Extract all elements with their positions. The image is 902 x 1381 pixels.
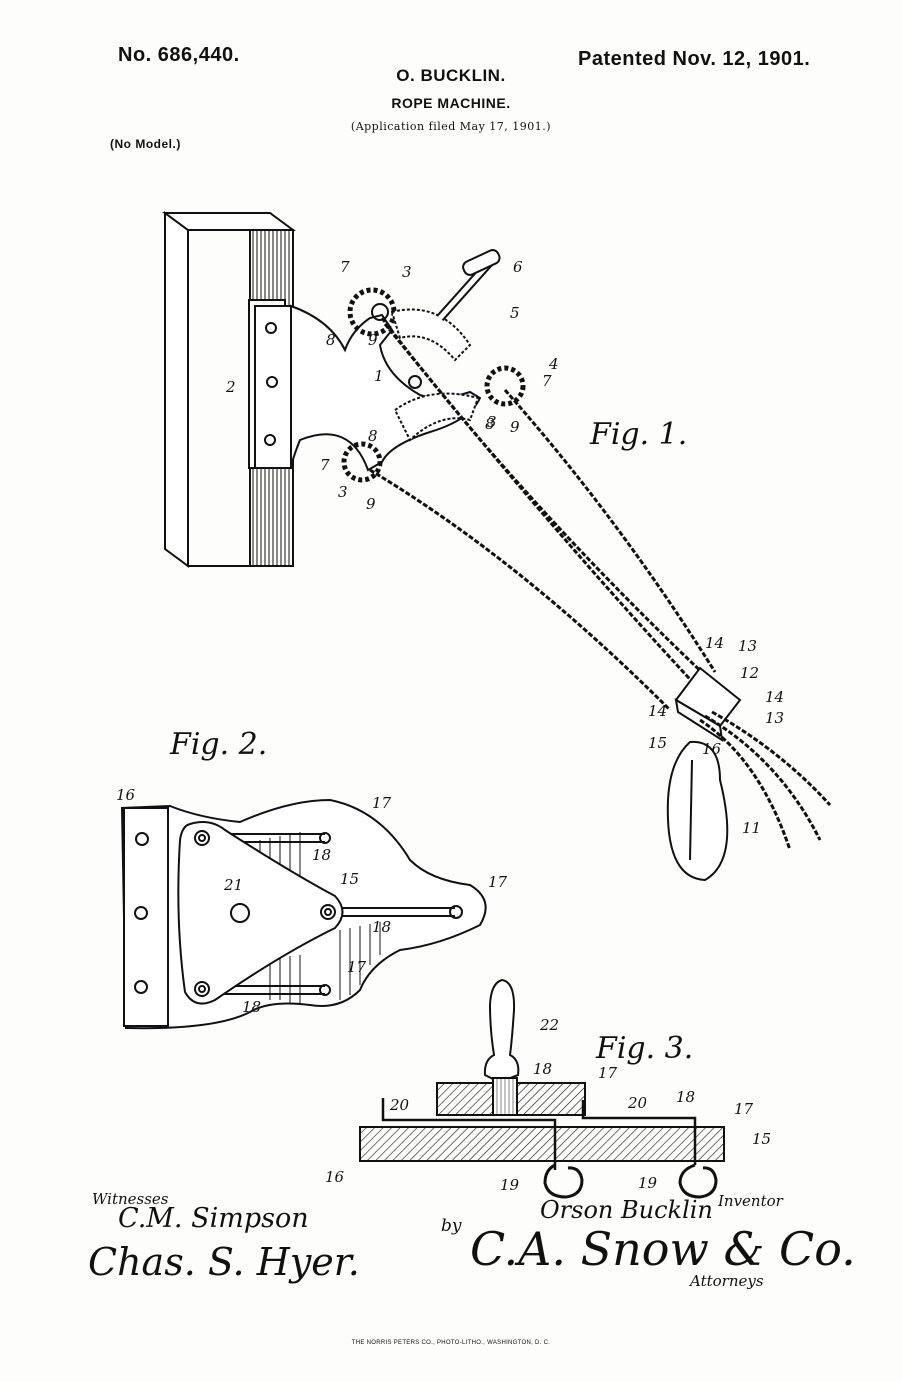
wooden-post	[161, 211, 297, 568]
figure-2-labels: 16 17 17 17 18 18 18 15 21 Fig. 2.	[116, 727, 508, 1016]
fig1-ref-label: 6	[513, 258, 523, 276]
fig1-ref-label: 9	[366, 495, 376, 513]
figure-2-caption: Fig. 2.	[169, 727, 267, 762]
machine-frame	[290, 304, 482, 472]
inventor-signature: Orson Bucklin	[540, 1196, 713, 1224]
patent-date: Patented Nov. 12, 1901.	[578, 48, 811, 70]
rope-strands	[369, 317, 717, 712]
figure-3-labels: 22 18 17 20 20 18 17 15 16 19 19 Fig. 3.	[325, 1016, 771, 1194]
fig1-ref-label: 8	[485, 415, 495, 433]
witness-signature-1: C.M. Simpson	[118, 1203, 309, 1234]
patent-number: No. 686,440.	[118, 44, 240, 66]
fig2-ref-label: 18	[312, 846, 331, 864]
fig2-ref-label: 17	[347, 958, 367, 976]
attorney-signature: C.A. Snow & Co.	[470, 1222, 856, 1276]
figure-1	[161, 211, 832, 882]
handle-knob	[483, 978, 520, 1081]
witnesses-label: Witnesses	[92, 1190, 169, 1208]
figure-1-caption: Fig. 1.	[589, 417, 687, 452]
fig1-ref-label: 9	[368, 331, 378, 349]
witness-signature-2: Chas. S. Hyer.	[88, 1240, 360, 1284]
fig1-ref-label: 14	[648, 702, 667, 720]
fig1-ref-label: 14	[705, 634, 724, 652]
large-gear	[390, 308, 480, 442]
fig1-ref-label: 12	[740, 664, 759, 682]
fig1-ref-label: 13	[738, 637, 757, 655]
fig1-ref-label: 14	[765, 688, 784, 706]
fig1-ref-label: 3	[402, 263, 412, 281]
patent-title: ROPE MACHINE.	[391, 95, 511, 111]
finished-rope	[699, 710, 832, 851]
fig1-ref-label: 8	[368, 427, 378, 445]
fig1-ref-label: 7	[320, 456, 330, 474]
gear-bottom	[341, 441, 383, 483]
fig2-ref-label: 18	[242, 998, 261, 1016]
fig2-ref-label: 17	[372, 794, 392, 812]
fig2-ref-label: 17	[488, 873, 508, 891]
no-model-note: (No Model.)	[110, 137, 181, 151]
fig2-ref-label: 21	[223, 876, 243, 894]
triangular-plate	[177, 821, 344, 1005]
fig3-ref-label: 22	[539, 1016, 559, 1034]
fig1-ref-label: 16	[702, 740, 722, 758]
fig3-ref-label: 20	[389, 1096, 410, 1114]
fig1-ref-label: 8	[326, 331, 336, 349]
fig3-ref-label: 18	[533, 1060, 552, 1078]
printer-credit: THE NORRIS PETERS CO., PHOTO-LITHO., WAS…	[351, 1340, 551, 1346]
fig2-ref-label: 18	[372, 918, 391, 936]
fig1-ref-label: 3	[338, 483, 348, 501]
fig1-ref-label: 3	[487, 413, 497, 431]
fig1-ref-label: 11	[742, 819, 761, 837]
mounting-plate	[248, 299, 292, 469]
fig1-ref-label: 7	[340, 258, 350, 276]
fig3-ref-label: 19	[638, 1174, 658, 1192]
figure-1-labels: 1 2 3 3 3 4 5 6 7 7 7 8 8 8 9 9 9 11 12 …	[225, 258, 784, 837]
fig3-ref-label: 17	[734, 1100, 754, 1118]
fig3-ref-label: 19	[500, 1176, 520, 1194]
figure-3	[359, 978, 725, 1199]
fig1-ref-label: 7	[542, 372, 552, 390]
fig1-ref-label: 4	[548, 355, 559, 373]
fig3-ref-label: 18	[676, 1088, 695, 1106]
inventor-label: Inventor	[718, 1192, 783, 1210]
fig2-ref-label: 15	[340, 870, 359, 888]
fig3-ref-label: 16	[325, 1168, 345, 1186]
fig3-ref-label: 15	[752, 1130, 771, 1148]
by-label: by	[441, 1216, 462, 1236]
attorneys-label: Attorneys	[690, 1272, 764, 1290]
fig3-ref-label: 20	[627, 1094, 648, 1112]
crank-handle	[436, 249, 501, 321]
gear-right	[484, 365, 526, 407]
fig1-ref-label: 9	[510, 418, 520, 436]
inventor-name: O. BUCKLIN.	[396, 66, 506, 85]
layer-block	[674, 666, 742, 743]
fig1-ref-label: 2	[225, 378, 236, 396]
fig1-ref-label: 1	[374, 367, 384, 385]
layer-handle	[666, 740, 729, 882]
figure-2	[120, 798, 487, 1030]
fig2-ref-label: 16	[116, 786, 136, 804]
fig3-ref-label: 17	[598, 1064, 618, 1082]
fig1-ref-label: 5	[510, 304, 520, 322]
fig1-ref-label: 15	[648, 734, 667, 752]
figure-3-caption: Fig. 3.	[595, 1031, 693, 1066]
fig1-ref-label: 13	[765, 709, 784, 727]
application-filed: (Application filed May 17, 1901.)	[350, 120, 552, 133]
